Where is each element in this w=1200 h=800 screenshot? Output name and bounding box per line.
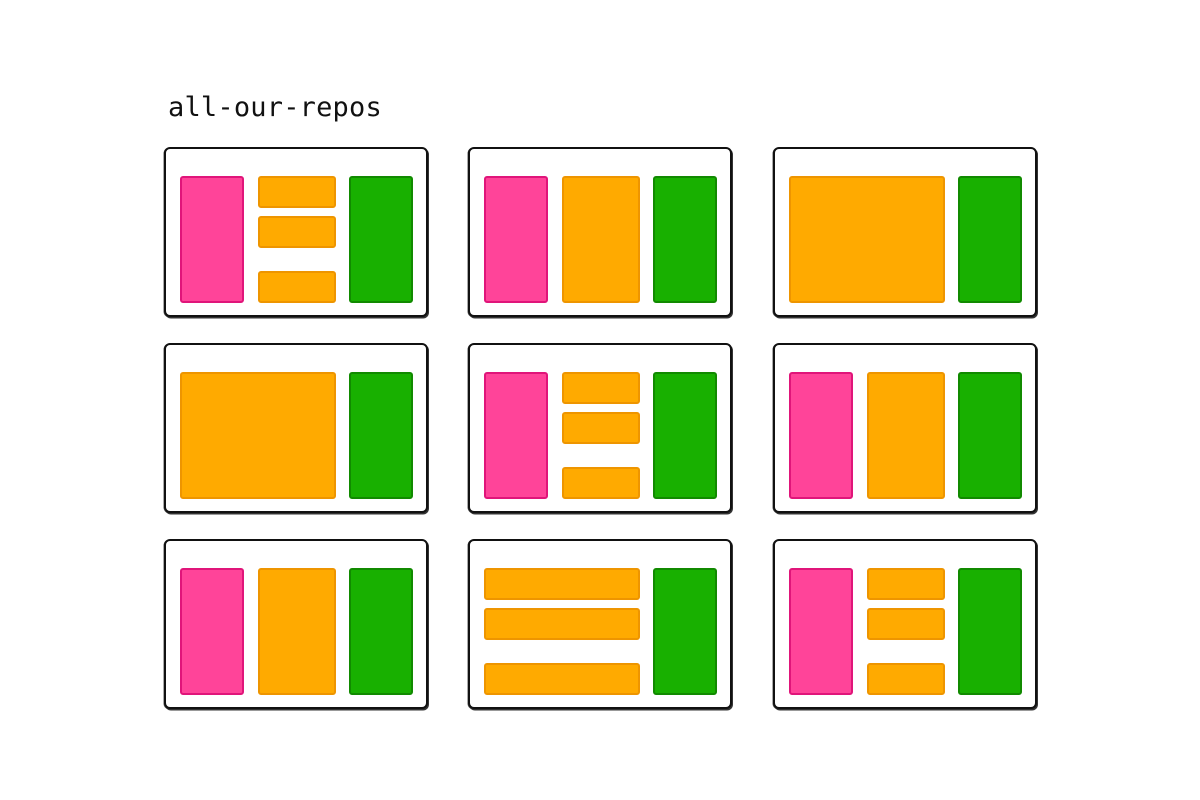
stack-block <box>484 568 640 600</box>
repo-layout-card <box>164 539 428 709</box>
repo-layout-card <box>773 539 1037 709</box>
aside-block <box>349 176 413 303</box>
stack-block <box>562 372 640 404</box>
aside-block <box>958 176 1022 303</box>
repo-layout-card <box>773 343 1037 513</box>
main-block <box>180 372 336 499</box>
sidebar-block <box>180 176 244 303</box>
stack-block <box>562 412 640 444</box>
stack-block <box>867 608 945 640</box>
repo-layout-card <box>164 343 428 513</box>
aside-block <box>958 372 1022 499</box>
repo-layout-card <box>468 147 732 317</box>
main-block <box>867 372 945 499</box>
page-title: all-our-repos <box>168 92 382 123</box>
stack-block <box>484 608 640 640</box>
aside-block <box>958 568 1022 695</box>
stack-block <box>867 663 945 695</box>
aside-block <box>653 372 717 499</box>
aside-block <box>349 568 413 695</box>
repo-layout-card <box>468 343 732 513</box>
main-block <box>789 176 945 303</box>
stack-block <box>484 663 640 695</box>
stack-block <box>258 216 336 248</box>
stack-block <box>258 176 336 208</box>
stack-block <box>562 467 640 499</box>
repo-layout-card <box>468 539 732 709</box>
sidebar-block <box>180 568 244 695</box>
main-block <box>258 568 336 695</box>
sidebar-block <box>789 372 853 499</box>
aside-block <box>349 372 413 499</box>
sidebar-block <box>484 176 548 303</box>
aside-block <box>653 176 717 303</box>
stack-block <box>867 568 945 600</box>
repo-layout-card <box>773 147 1037 317</box>
main-block <box>562 176 640 303</box>
sidebar-block <box>484 372 548 499</box>
sidebar-block <box>789 568 853 695</box>
repo-layout-card <box>164 147 428 317</box>
stack-block <box>258 271 336 303</box>
aside-block <box>653 568 717 695</box>
